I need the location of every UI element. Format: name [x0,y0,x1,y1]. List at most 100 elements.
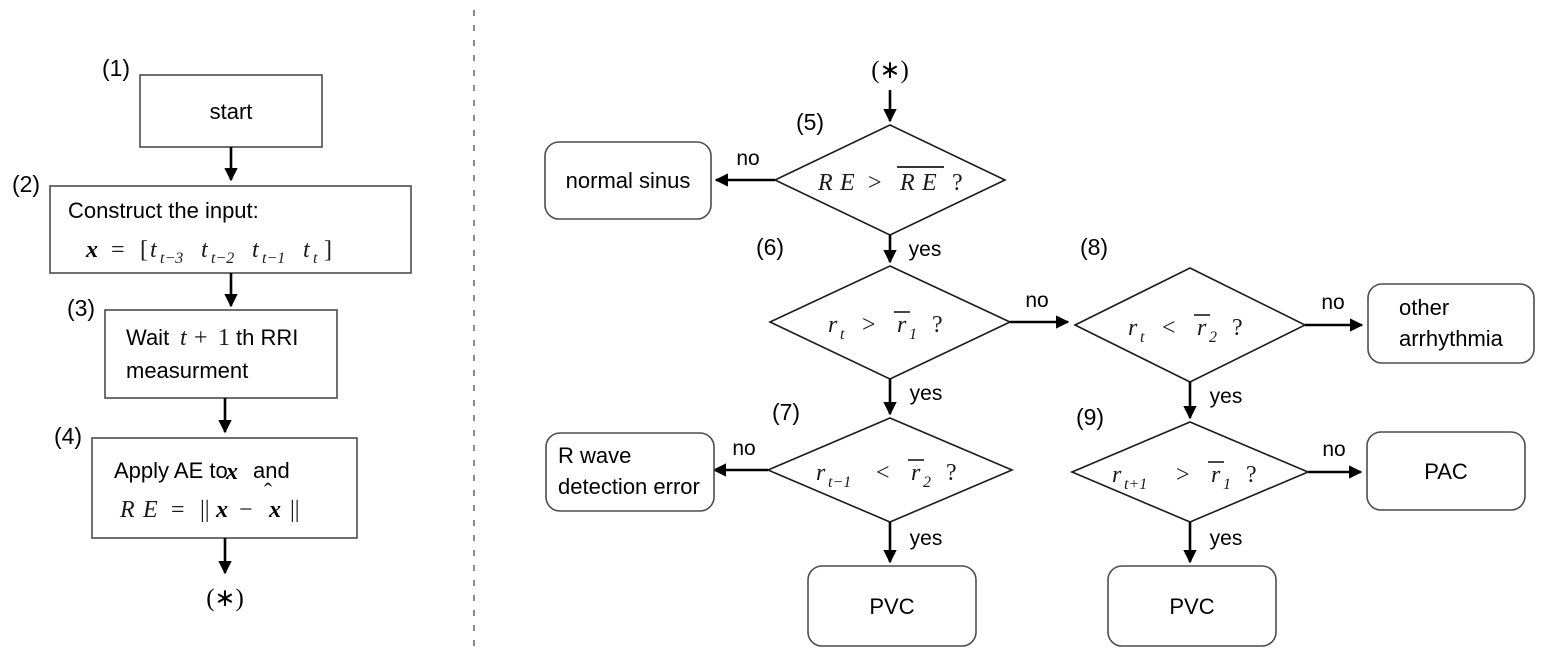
svg-text:=: = [111,237,125,263]
svg-text:x: x [268,497,281,523]
svg-text:>: > [862,312,876,338]
svg-text:r: r [828,312,838,338]
decision-6-text: r t > r 1 ? [828,311,943,343]
svg-text:E: E [839,170,855,196]
node-wait-line1: Wait t + 1 th RRI [126,325,298,351]
edge-label-7-yes: yes [910,527,943,550]
svg-text:t−3: t−3 [160,250,183,267]
svg-text:||: || [290,497,300,523]
node-apply-ae-line1-pre: Apply AE to [114,458,228,483]
edge-label-9-no: no [1322,438,1345,461]
svg-text:+: + [194,325,208,351]
edge-label-9-yes: yes [1210,527,1243,550]
left-exit-star-label: (∗) [206,585,244,612]
node-apply-ae-box[interactable] [91,437,358,539]
svg-text:||: || [200,497,210,523]
decision-8-text: r t < r 2 ? [1128,314,1243,346]
decision-7-diamond[interactable] [765,417,1015,523]
svg-text:t: t [252,237,260,263]
svg-text:[: [ [140,237,148,263]
terminal-rwave-error-box[interactable] [545,432,715,512]
edge-label-8-no: no [1321,291,1344,314]
svg-text:2: 2 [923,474,931,491]
edge-label-5-no: no [736,147,759,170]
step-number-5: (5) [796,109,824,135]
terminal-pac-box[interactable] [1366,431,1526,511]
svg-text:t+1: t+1 [1124,476,1147,493]
svg-text:t: t [150,237,158,263]
right-entry-star-label: (∗) [871,57,909,84]
decision-5-text: R E > R E ? [817,166,963,196]
terminal-pvc-left-label: PVC [869,594,914,619]
node-apply-ae-line1: Apply AE to x and [114,458,290,485]
terminal-other-arrhythmia-line1: other [1399,295,1449,320]
svg-text:t: t [303,237,311,263]
svg-text:r: r [816,460,826,486]
step-number-7: (7) [772,399,800,425]
svg-text:r: r [1128,315,1138,341]
svg-text:t−1: t−1 [828,474,851,491]
decision-9-text: r t+1 > r 1 ? [1112,461,1257,493]
decision-6-diamond[interactable] [768,265,1012,380]
decision-8-diamond[interactable] [1073,267,1307,383]
svg-text:r: r [897,312,907,338]
svg-text:t: t [1140,329,1145,346]
edge-label-5-yes: yes [909,238,942,261]
svg-text:<: < [1162,315,1176,341]
step-number-2: (2) [12,171,40,197]
svg-text:R: R [119,497,135,523]
node-wait-line1-post: th RRI [236,325,298,350]
terminal-other-arrhythmia-line2: arrhythmia [1399,326,1504,351]
terminal-pac-label: PAC [1424,459,1468,484]
step-number-6: (6) [756,234,784,260]
node-construct-input-label: Construct the input: [68,198,259,223]
terminal-pvc-right-box[interactable] [1107,565,1277,647]
node-start-box[interactable] [139,74,323,148]
svg-text:x: x [215,497,228,523]
edge-label-8-yes: yes [1210,385,1243,408]
svg-text:R: R [899,170,915,196]
svg-text:t: t [313,250,318,267]
svg-text:2: 2 [1209,329,1217,346]
svg-text:>: > [868,170,882,196]
svg-text:t: t [201,237,209,263]
decision-7-text: r t−1 < r 2 ? [816,459,957,491]
svg-text:r: r [911,460,921,486]
svg-text:?: ? [952,170,963,196]
terminal-pvc-right-label: PVC [1169,594,1214,619]
svg-text:r: r [1197,315,1207,341]
svg-text:?: ? [946,460,957,486]
svg-text:r: r [1211,462,1221,488]
terminal-rwave-error-line2: detection error [558,474,700,499]
svg-text:1: 1 [218,325,230,351]
terminal-pvc-left-box[interactable] [807,565,977,647]
svg-text:r: r [1112,462,1122,488]
terminal-rwave-error-line1: R wave [558,443,631,468]
svg-text:x: x [85,237,98,263]
svg-text:t: t [180,325,188,351]
svg-text:?: ? [1232,315,1243,341]
node-wait-line1-pre: Wait [126,325,169,350]
svg-text:?: ? [1246,462,1257,488]
node-construct-input-formula: x = [ t t−3 t t−2 t t−1 t t ] [85,237,332,267]
terminal-other-arrhythmia-box[interactable] [1367,283,1535,364]
node-start-label: start [210,99,253,124]
svg-text:R: R [817,170,833,196]
svg-text:x: x [225,459,238,485]
svg-text:t−1: t−1 [262,250,285,267]
svg-text:E: E [142,497,158,523]
svg-text:1: 1 [909,326,917,343]
node-wait-line2: measurment [126,358,248,383]
svg-text:−: − [239,497,253,523]
terminal-normal-sinus-box[interactable] [544,141,712,220]
step-number-3: (3) [67,295,95,321]
svg-text:1: 1 [1223,476,1231,493]
decision-5-diamond[interactable] [773,124,1007,236]
decision-9-diamond[interactable] [1069,421,1311,523]
svg-text:]: ] [324,237,332,263]
node-wait-box[interactable] [104,309,338,399]
node-apply-ae-line1-post: and [253,458,290,483]
node-apply-ae-formula: R E = || x − x ̂ || [119,483,300,523]
edge-label-7-no: no [732,437,755,460]
step-number-1: (1) [102,55,130,81]
